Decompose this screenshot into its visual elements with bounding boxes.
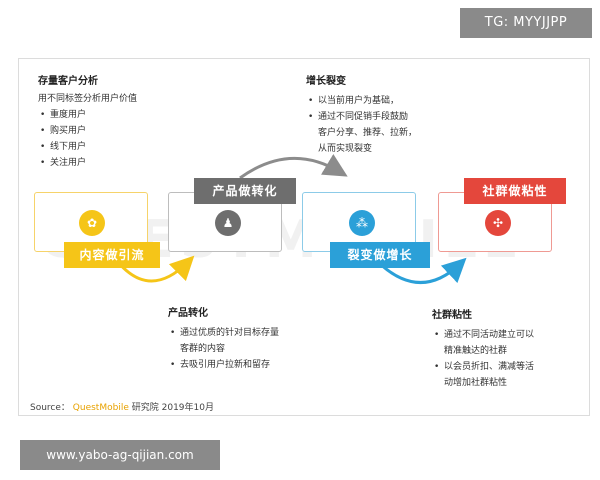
stage-label-traffic: 内容做引流 bbox=[64, 242, 160, 268]
list-item: 购买用户 bbox=[38, 123, 137, 139]
list-item: 重度用户 bbox=[38, 107, 137, 123]
source-prefix: Source： bbox=[30, 403, 70, 413]
community-list-2: 以会员折扣、满减等活 bbox=[432, 359, 534, 375]
list-item: 以会员折扣、满减等活 bbox=[432, 359, 534, 375]
source-line: Source： QuestMobile 研究院 2019年10月 bbox=[30, 400, 214, 413]
network-icon: ✣ bbox=[485, 210, 511, 236]
product-conversion-title: 产品转化 bbox=[168, 308, 208, 319]
stock-analysis-title: 存量客户分析 bbox=[38, 76, 98, 87]
arrow-traffic-to-conversion bbox=[116, 255, 195, 283]
list-item-continuation: 精准触达的社群 bbox=[444, 346, 508, 356]
stock-analysis-list: 重度用户 购买用户 线下用户 关注用户 bbox=[38, 107, 137, 171]
list-item: 通过不同促销手段鼓励 bbox=[306, 109, 417, 125]
arrow-conversion-to-growth bbox=[239, 153, 348, 180]
stock-analysis-block: 存量客户分析 用不同标签分析用户价值 重度用户 购买用户 线下用户 关注用户 bbox=[38, 72, 137, 171]
product-conversion-block: 产品转化 通过优质的针对目标存量 客群的内容 去吸引用户拉新和留存 bbox=[168, 304, 279, 373]
arrow-growth-to-community bbox=[376, 257, 467, 284]
stage-label-community: 社群做粘性 bbox=[464, 178, 566, 204]
list-item: 关注用户 bbox=[38, 155, 137, 171]
stage-label-growth: 裂变做增长 bbox=[330, 242, 430, 268]
stage-label-conversion: 产品做转化 bbox=[194, 178, 296, 204]
community-list: 通过不同活动建立可以 bbox=[432, 327, 534, 343]
website-badge: www.yabo-ag-qijian.com bbox=[20, 440, 220, 470]
growth-list: 以当前用户为基础， 通过不同促销手段鼓励 bbox=[306, 93, 417, 125]
list-item: 线下用户 bbox=[38, 139, 137, 155]
growth-block: 增长裂变 以当前用户为基础， 通过不同促销手段鼓励 客户分享、推荐、拉新， 从而… bbox=[306, 72, 417, 157]
community-block: 社群粘性 通过不同活动建立可以 精准触达的社群 以会员折扣、满减等活 动增加社群… bbox=[432, 306, 534, 391]
growth-title: 增长裂变 bbox=[306, 76, 346, 87]
growth-continuation-1: 客户分享、推荐、拉新， bbox=[318, 128, 418, 138]
product-conversion-list: 通过优质的针对目标存量 bbox=[168, 325, 279, 341]
stock-analysis-intro: 用不同标签分析用户价值 bbox=[38, 94, 138, 104]
list-item: 通过不同活动建立可以 bbox=[432, 327, 534, 343]
product-conversion-list-2: 去吸引用户拉新和留存 bbox=[168, 357, 279, 373]
leaf-icon: ✿ bbox=[79, 210, 105, 236]
community-title: 社群粘性 bbox=[432, 310, 472, 321]
tg-badge: TG: MYYJJPP bbox=[460, 8, 592, 38]
group-icon: ⁂ bbox=[349, 210, 375, 236]
list-item: 以当前用户为基础， bbox=[306, 93, 417, 109]
source-brand: QuestMobile bbox=[72, 403, 129, 413]
source-suffix: 研究院 2019年10月 bbox=[131, 403, 214, 413]
list-item-continuation: 动增加社群粘性 bbox=[444, 378, 508, 388]
growth-continuation-2: 从而实现裂变 bbox=[318, 144, 373, 154]
user-icon: ♟ bbox=[215, 210, 241, 236]
list-item: 通过优质的针对目标存量 bbox=[168, 325, 279, 341]
list-item: 去吸引用户拉新和留存 bbox=[168, 357, 279, 373]
list-item-continuation: 客群的内容 bbox=[180, 344, 226, 354]
